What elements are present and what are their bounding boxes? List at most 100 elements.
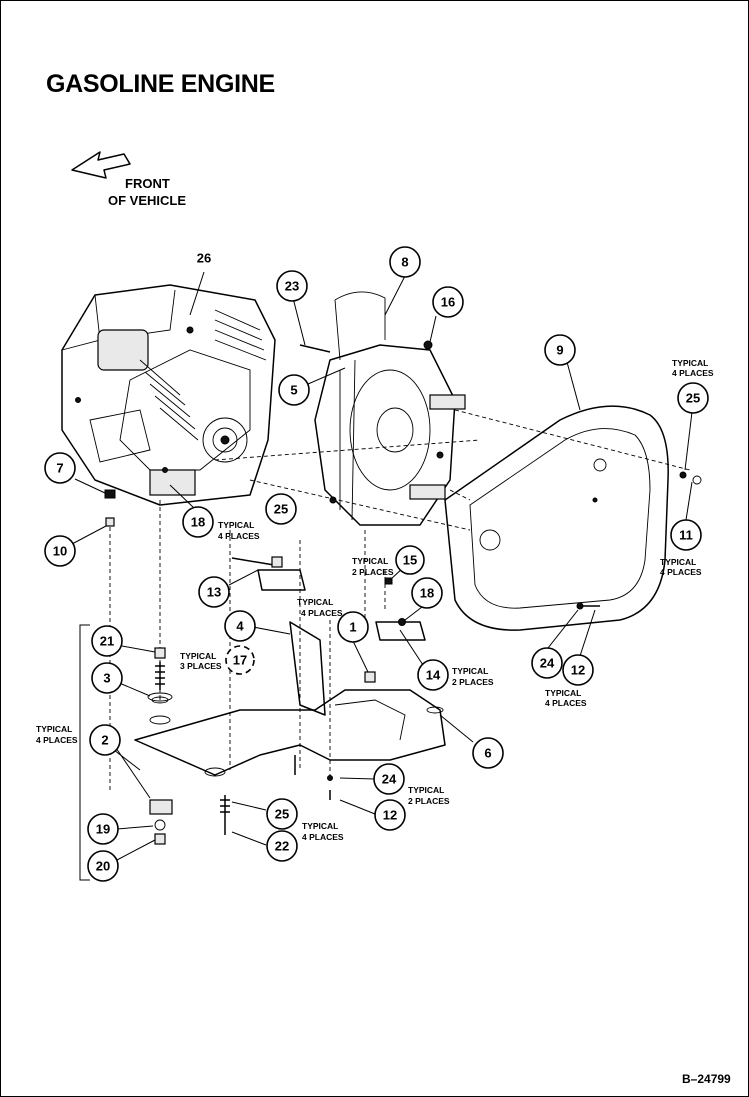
callout-17: 17 — [225, 645, 255, 675]
callout-11: 11 — [670, 519, 702, 551]
svg-text:3 PLACES: 3 PLACES — [180, 661, 222, 671]
front-arrow-icon — [71, 151, 131, 179]
group-bracket — [79, 624, 90, 881]
svg-text:TYPICAL: TYPICAL — [545, 688, 581, 698]
note-typical-4-places-11: TYPICAL 4 PLACES — [660, 557, 702, 577]
callout-24-right-label: 24 — [540, 656, 555, 671]
svg-text:4 PLACES: 4 PLACES — [545, 698, 587, 708]
callout-5: 5 — [278, 374, 310, 406]
callout-14: 14 — [417, 659, 449, 691]
note-typical-4-places-22: TYPICAL 4 PLACES — [302, 821, 344, 842]
callout-3: 3 — [91, 662, 123, 694]
note-typical-places-4: TYPICAL 4 PLACES — [297, 597, 343, 618]
callout-12-bottom-label: 12 — [383, 808, 397, 823]
callout-10-label: 10 — [53, 544, 67, 559]
leader-lines — [71, 271, 693, 861]
note-typical-3-places-21: TYPICAL 3 PLACES — [180, 651, 222, 671]
callout-7: 7 — [44, 452, 76, 484]
callout-9-label: 9 — [556, 343, 563, 358]
svg-text:TYPICAL: TYPICAL — [218, 520, 254, 530]
callout-4-label: 4 — [236, 619, 244, 634]
callout-17-label: 17 — [233, 653, 247, 668]
svg-text:4 PLACES: 4 PLACES — [36, 735, 78, 745]
svg-text:TYPICAL: TYPICAL — [452, 666, 488, 676]
svg-text:TYPICAL: TYPICAL — [352, 556, 388, 566]
callout-19: 19 — [87, 813, 119, 845]
note-typical-4-places-18: TYPICAL 4 PLACES — [218, 520, 260, 541]
callout-8-label: 8 — [401, 255, 408, 270]
callout-26: 26 — [197, 251, 211, 266]
front-label-line1: FRONT — [125, 176, 170, 191]
note-typical-2-places-15: TYPICAL 2 PLACES — [352, 556, 394, 577]
transaxle-drawing — [314, 291, 466, 526]
callout-1-label: 1 — [349, 620, 356, 635]
callout-8: 8 — [389, 246, 421, 278]
callout-21: 21 — [91, 625, 123, 657]
callout-18-engine-label: 18 — [191, 515, 205, 530]
callout-25-bottom-label: 25 — [275, 807, 289, 822]
svg-text:4 PLACES: 4 PLACES — [302, 832, 344, 842]
drawing-number: B–24799 — [682, 1072, 731, 1086]
callout-18-right: 18 — [411, 577, 443, 609]
hardware-drawing — [104, 340, 702, 845]
svg-text:TYPICAL: TYPICAL — [36, 724, 72, 734]
note-typical-2-places-12b: TYPICAL 2 PLACES — [408, 785, 450, 806]
callout-2: 2 — [89, 724, 121, 756]
callout-16-label: 16 — [441, 295, 455, 310]
callout-13-label: 13 — [207, 585, 221, 600]
callout-25-bottom: 25 — [266, 798, 298, 830]
callout-26-label: 26 — [197, 251, 211, 266]
svg-text:4 PLACES: 4 PLACES — [660, 567, 702, 577]
callout-25-top: 25 — [677, 382, 709, 414]
svg-text:TYPICAL: TYPICAL — [180, 651, 216, 661]
callout-6: 6 — [472, 737, 504, 769]
callout-24-right: 24 — [531, 647, 563, 679]
callout-2-label: 2 — [101, 733, 108, 748]
svg-text:2 PLACES: 2 PLACES — [452, 677, 494, 687]
front-label-line2: OF VEHICLE — [108, 193, 186, 208]
callout-11-label: 11 — [679, 528, 693, 543]
callout-16: 16 — [432, 286, 464, 318]
mount-plate-drawing — [134, 689, 446, 777]
callout-22-label: 22 — [275, 839, 289, 854]
callout-22: 22 — [266, 830, 298, 862]
callout-23-label: 23 — [285, 279, 299, 294]
callout-10: 10 — [44, 535, 76, 567]
note-typical-4-places-left: TYPICAL 4 PLACES — [36, 724, 78, 745]
callout-14-label: 14 — [426, 668, 441, 683]
callout-12-bottom: 12 — [374, 799, 406, 831]
belt-cover-drawing — [444, 405, 669, 631]
page-title: GASOLINE ENGINE — [46, 70, 275, 98]
svg-text:TYPICAL: TYPICAL — [297, 597, 333, 607]
callout-4: 4 — [224, 610, 256, 642]
callout-25-mid: 25 — [265, 493, 297, 525]
callout-1: 1 — [337, 611, 369, 643]
svg-text:TYPICAL: TYPICAL — [672, 358, 708, 368]
svg-text:4 PLACES: 4 PLACES — [301, 608, 343, 618]
callout-24-bottom: 24 — [373, 763, 405, 795]
svg-text:TYPICAL: TYPICAL — [302, 821, 338, 831]
callout-9: 9 — [544, 334, 576, 366]
engine-drawing — [61, 284, 276, 506]
alignment-lines — [109, 409, 691, 790]
callout-12-right-label: 12 — [571, 663, 585, 678]
callout-25-mid-label: 25 — [274, 502, 288, 517]
svg-text:2 PLACES: 2 PLACES — [352, 567, 394, 577]
callout-12-right: 12 — [562, 654, 594, 686]
callout-6-label: 6 — [484, 746, 491, 761]
svg-text:TYPICAL: TYPICAL — [660, 557, 696, 567]
callout-19-label: 19 — [96, 822, 110, 837]
callout-18-engine: 18 — [182, 506, 214, 538]
callout-15-label: 15 — [403, 553, 417, 568]
note-typical-4-places-12: TYPICAL 4 PLACES — [545, 688, 587, 708]
callout-13: 13 — [198, 576, 230, 608]
note-typical-4-places-top-right: TYPICAL 4 PLACES — [672, 358, 714, 378]
callout-5-label: 5 — [290, 383, 297, 398]
callout-23: 23 — [276, 270, 308, 302]
callout-20-label: 20 — [96, 859, 110, 874]
callout-24-bottom-label: 24 — [382, 772, 397, 787]
callout-20: 20 — [87, 850, 119, 882]
callout-18-right-label: 18 — [420, 586, 434, 601]
callout-21-label: 21 — [100, 634, 114, 649]
